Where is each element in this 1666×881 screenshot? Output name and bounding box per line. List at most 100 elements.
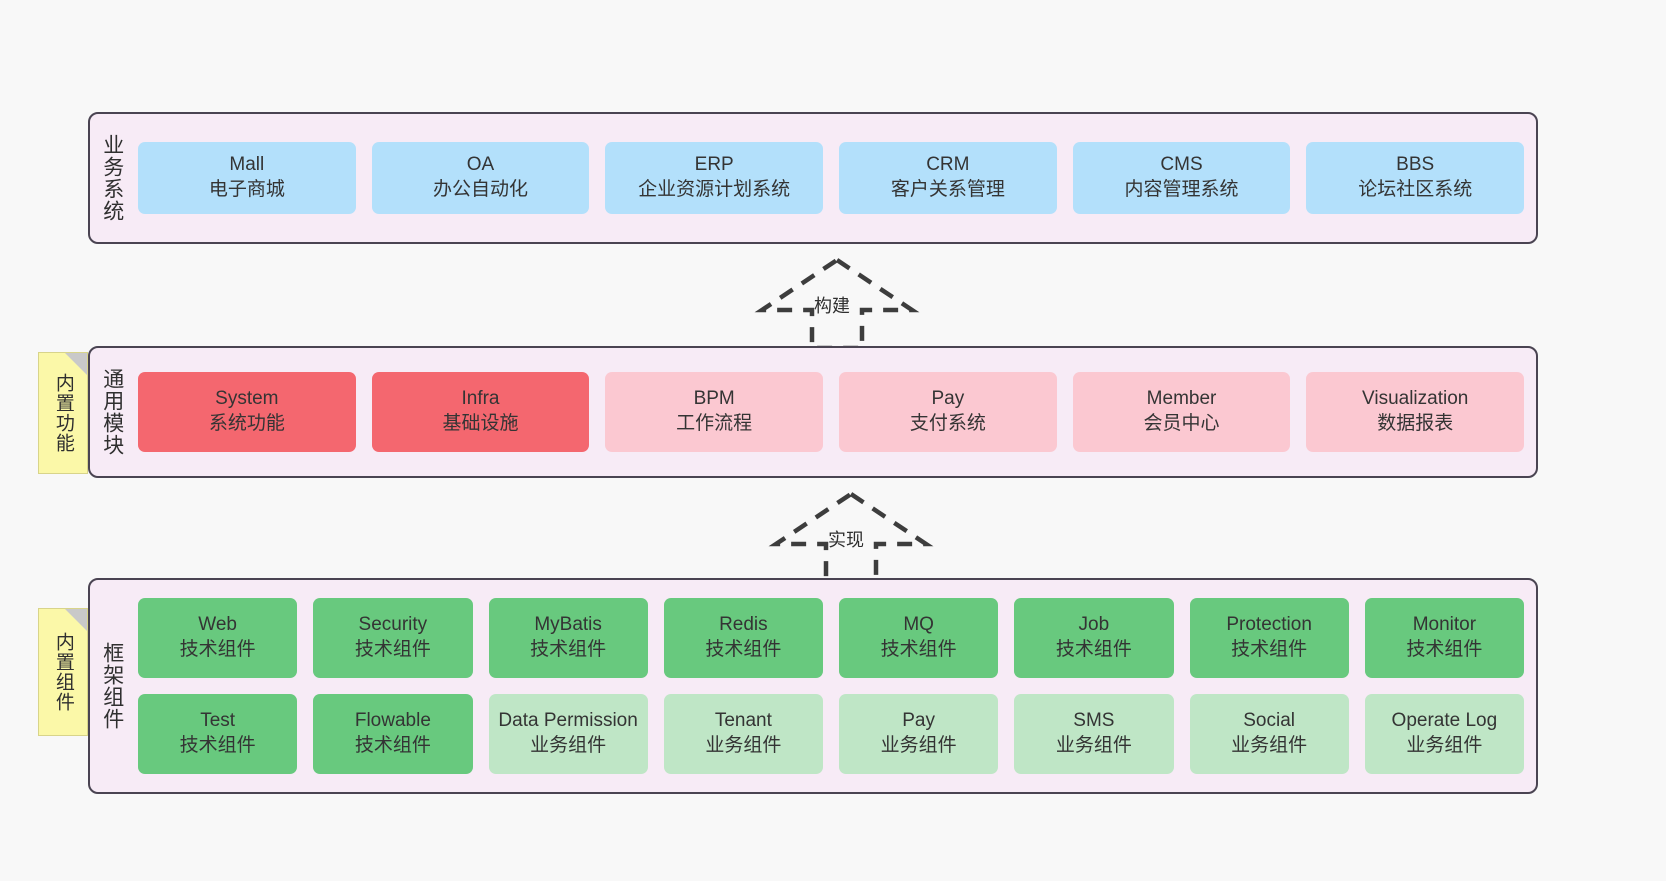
module-card-subtitle: 技术组件 [880,639,957,660]
module-card-title: BBS [1396,154,1435,176]
module-card-test[interactable]: Test 技术组件 [138,694,298,774]
module-card-subtitle: 内容管理系统 [1124,179,1239,200]
module-card-subtitle: 技术组件 [1231,639,1308,660]
module-card-subtitle: 技术组件 [1055,639,1132,660]
module-card-subtitle: 系统功能 [208,413,285,434]
module-card-subtitle: 业务组件 [880,735,957,756]
module-card-subtitle: 技术组件 [179,735,256,756]
module-card-web[interactable]: Web 技术组件 [138,598,298,678]
module-card-erp[interactable]: ERP 企业资源计划系统 [605,142,824,214]
module-card-sms[interactable]: SMS 业务组件 [1014,694,1174,774]
connector-implement-label: 实现 [828,530,864,550]
module-card-system[interactable]: System 系统功能 [138,372,356,452]
module-card-subtitle: 基础设施 [442,413,519,434]
layer-business-systems: 业务系统 Mall 电子商城 OA 办公自动化 ERP 企业资源计划系统 CRM… [88,112,1538,244]
module-card-title: Monitor [1412,614,1477,636]
module-card-subtitle: 业务组件 [705,735,782,756]
module-card-data-permission[interactable]: Data Permission 业务组件 [488,694,648,774]
module-card-title: Data Permission [498,710,638,732]
module-card-visualization[interactable]: Visualization 数据报表 [1306,372,1525,452]
module-card-title: Member [1146,388,1217,410]
module-card-title: Mall [229,154,265,176]
module-card-subtitle: 技术组件 [705,639,782,660]
module-card-title: Web [198,614,237,636]
module-card-title: CMS [1160,154,1203,176]
module-card-subtitle: 业务组件 [530,735,607,756]
module-card-monitor[interactable]: Monitor 技术组件 [1364,598,1524,678]
module-card-redis[interactable]: Redis 技术组件 [663,598,823,678]
page-fold-icon [65,609,87,631]
page-fold-icon [65,353,87,375]
module-card-title: CRM [926,154,970,176]
connector-implement: 实现 [766,490,936,586]
module-card-title: Flowable [354,710,431,732]
module-card-title: System [215,388,279,410]
layer-common-modules: 通用模块 System 系统功能 Infra 基础设施 BPM 工作流程 Pay… [88,346,1538,478]
module-card-crm[interactable]: CRM 客户关系管理 [839,142,1057,214]
module-card-subtitle: 技术组件 [530,639,607,660]
module-card-flowable[interactable]: Flowable 技术组件 [313,694,473,774]
module-card-title: MQ [903,614,934,636]
module-card-pay[interactable]: Pay 支付系统 [839,372,1057,452]
module-card-title: Pay [902,710,935,732]
module-card-title: ERP [694,154,734,176]
module-card-mq[interactable]: MQ 技术组件 [839,598,999,678]
module-card-title: Test [200,710,236,732]
module-card-protection[interactable]: Protection 技术组件 [1189,598,1349,678]
module-card-title: Operate Log [1391,710,1498,732]
note-builtin-features-label: 内置功能 [52,373,74,453]
module-card-subtitle: 技术组件 [1406,639,1483,660]
module-card-subtitle: 办公自动化 [433,179,529,200]
framework-components-row-business: Test 技术组件 Flowable 技术组件 Data Permission … [138,694,1524,774]
module-card-title: MyBatis [534,614,602,636]
module-card-job[interactable]: Job 技术组件 [1014,598,1174,678]
note-builtin-components: 内置组件 [38,608,88,736]
module-card-subtitle: 技术组件 [354,639,431,660]
layer-framework-components: 框架组件 Web 技术组件 Security 技术组件 MyBatis 技术组件… [88,578,1538,794]
module-card-title: Protection [1226,614,1312,636]
module-card-member[interactable]: Member 会员中心 [1072,372,1291,452]
module-card-cms[interactable]: CMS 内容管理系统 [1072,142,1291,214]
module-card-subtitle: 客户关系管理 [890,179,1005,200]
business-systems-row: Mall 电子商城 OA 办公自动化 ERP 企业资源计划系统 CRM 客户关系… [138,142,1525,214]
module-card-title: SMS [1073,710,1115,732]
module-card-title: Pay [931,388,965,410]
module-card-title: Security [358,614,428,636]
module-card-operate-log[interactable]: Operate Log 业务组件 [1364,694,1524,774]
module-card-tenant[interactable]: Tenant 业务组件 [663,694,823,774]
module-card-mall[interactable]: Mall 电子商城 [138,142,356,214]
layer-common-modules-title: 通用模块 [100,368,124,456]
module-card-subtitle: 业务组件 [1055,735,1132,756]
module-card-title: Visualization [1362,388,1469,410]
module-card-subtitle: 电子商城 [208,179,285,200]
common-modules-row: System 系统功能 Infra 基础设施 BPM 工作流程 Pay 支付系统… [138,372,1525,452]
module-card-subtitle: 支付系统 [909,413,986,434]
module-card-bbs[interactable]: BBS 论坛社区系统 [1306,142,1525,214]
module-card-infra[interactable]: Infra 基础设施 [371,372,590,452]
layer-common-modules-body: System 系统功能 Infra 基础设施 BPM 工作流程 Pay 支付系统… [134,348,1536,476]
layer-framework-components-title: 框架组件 [100,642,124,730]
module-card-title: Infra [461,388,500,410]
module-card-subtitle: 工作流程 [676,413,753,434]
module-card-title: OA [466,154,495,176]
module-card-pay-business[interactable]: Pay 业务组件 [839,694,999,774]
module-card-title: Tenant [714,710,772,732]
module-card-bpm[interactable]: BPM 工作流程 [605,372,824,452]
module-card-subtitle: 企业资源计划系统 [638,179,791,200]
module-card-subtitle: 技术组件 [354,735,431,756]
module-card-subtitle: 业务组件 [1231,735,1308,756]
note-builtin-features: 内置功能 [38,352,88,474]
layer-framework-components-body: Web 技术组件 Security 技术组件 MyBatis 技术组件 Redi… [134,580,1536,792]
module-card-title: Social [1243,710,1295,732]
note-builtin-components-label: 内置组件 [52,632,74,712]
module-card-subtitle: 业务组件 [1406,735,1483,756]
module-card-social[interactable]: Social 业务组件 [1189,694,1349,774]
module-card-subtitle: 技术组件 [179,639,256,660]
module-card-oa[interactable]: OA 办公自动化 [371,142,590,214]
module-card-title: Redis [719,614,768,636]
connector-build-label: 构建 [814,296,850,316]
module-card-security[interactable]: Security 技术组件 [313,598,473,678]
layer-business-systems-body: Mall 电子商城 OA 办公自动化 ERP 企业资源计划系统 CRM 客户关系… [134,114,1536,242]
module-card-mybatis[interactable]: MyBatis 技术组件 [488,598,648,678]
framework-components-row-technical: Web 技术组件 Security 技术组件 MyBatis 技术组件 Redi… [138,598,1524,678]
